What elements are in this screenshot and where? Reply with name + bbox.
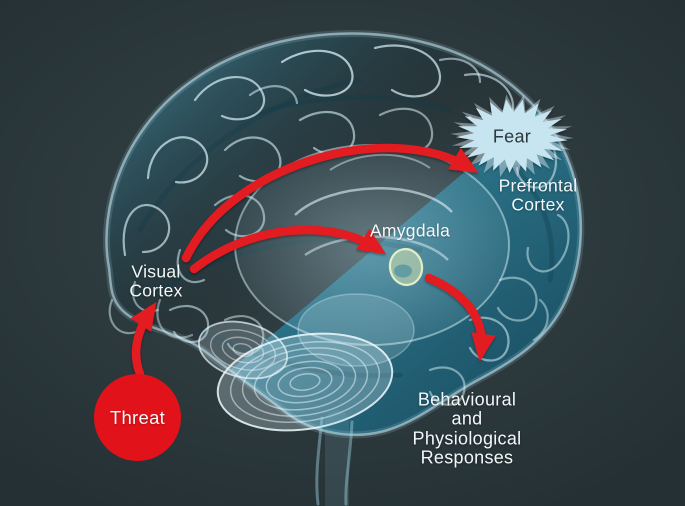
amygdala-highlight bbox=[388, 247, 424, 287]
amygdala-label: Amygdala bbox=[369, 220, 451, 241]
fear-label: Fear bbox=[492, 126, 532, 147]
threat-label: Threat bbox=[109, 406, 166, 428]
arrow-amygdala-to-responses bbox=[424, 273, 496, 362]
arrows bbox=[130, 143, 496, 379]
fear-burst bbox=[450, 94, 574, 178]
arrow-visual-cortex-to-prefrontal bbox=[181, 143, 479, 263]
prefrontal-cortex-label: Prefrontal Cortex bbox=[498, 175, 578, 214]
cerebellum bbox=[197, 320, 394, 432]
arrow-visual-cortex-to-amygdala bbox=[189, 225, 387, 274]
responses-label: Behavioural and Physiological Responses bbox=[412, 389, 522, 468]
threat-node: Threat bbox=[94, 374, 181, 461]
visual-cortex-label: Visual Cortex bbox=[129, 261, 183, 300]
fear-burst-shape bbox=[456, 99, 568, 173]
brainstem bbox=[315, 410, 354, 506]
arrow-threat-to-visual-cortex bbox=[130, 301, 157, 379]
